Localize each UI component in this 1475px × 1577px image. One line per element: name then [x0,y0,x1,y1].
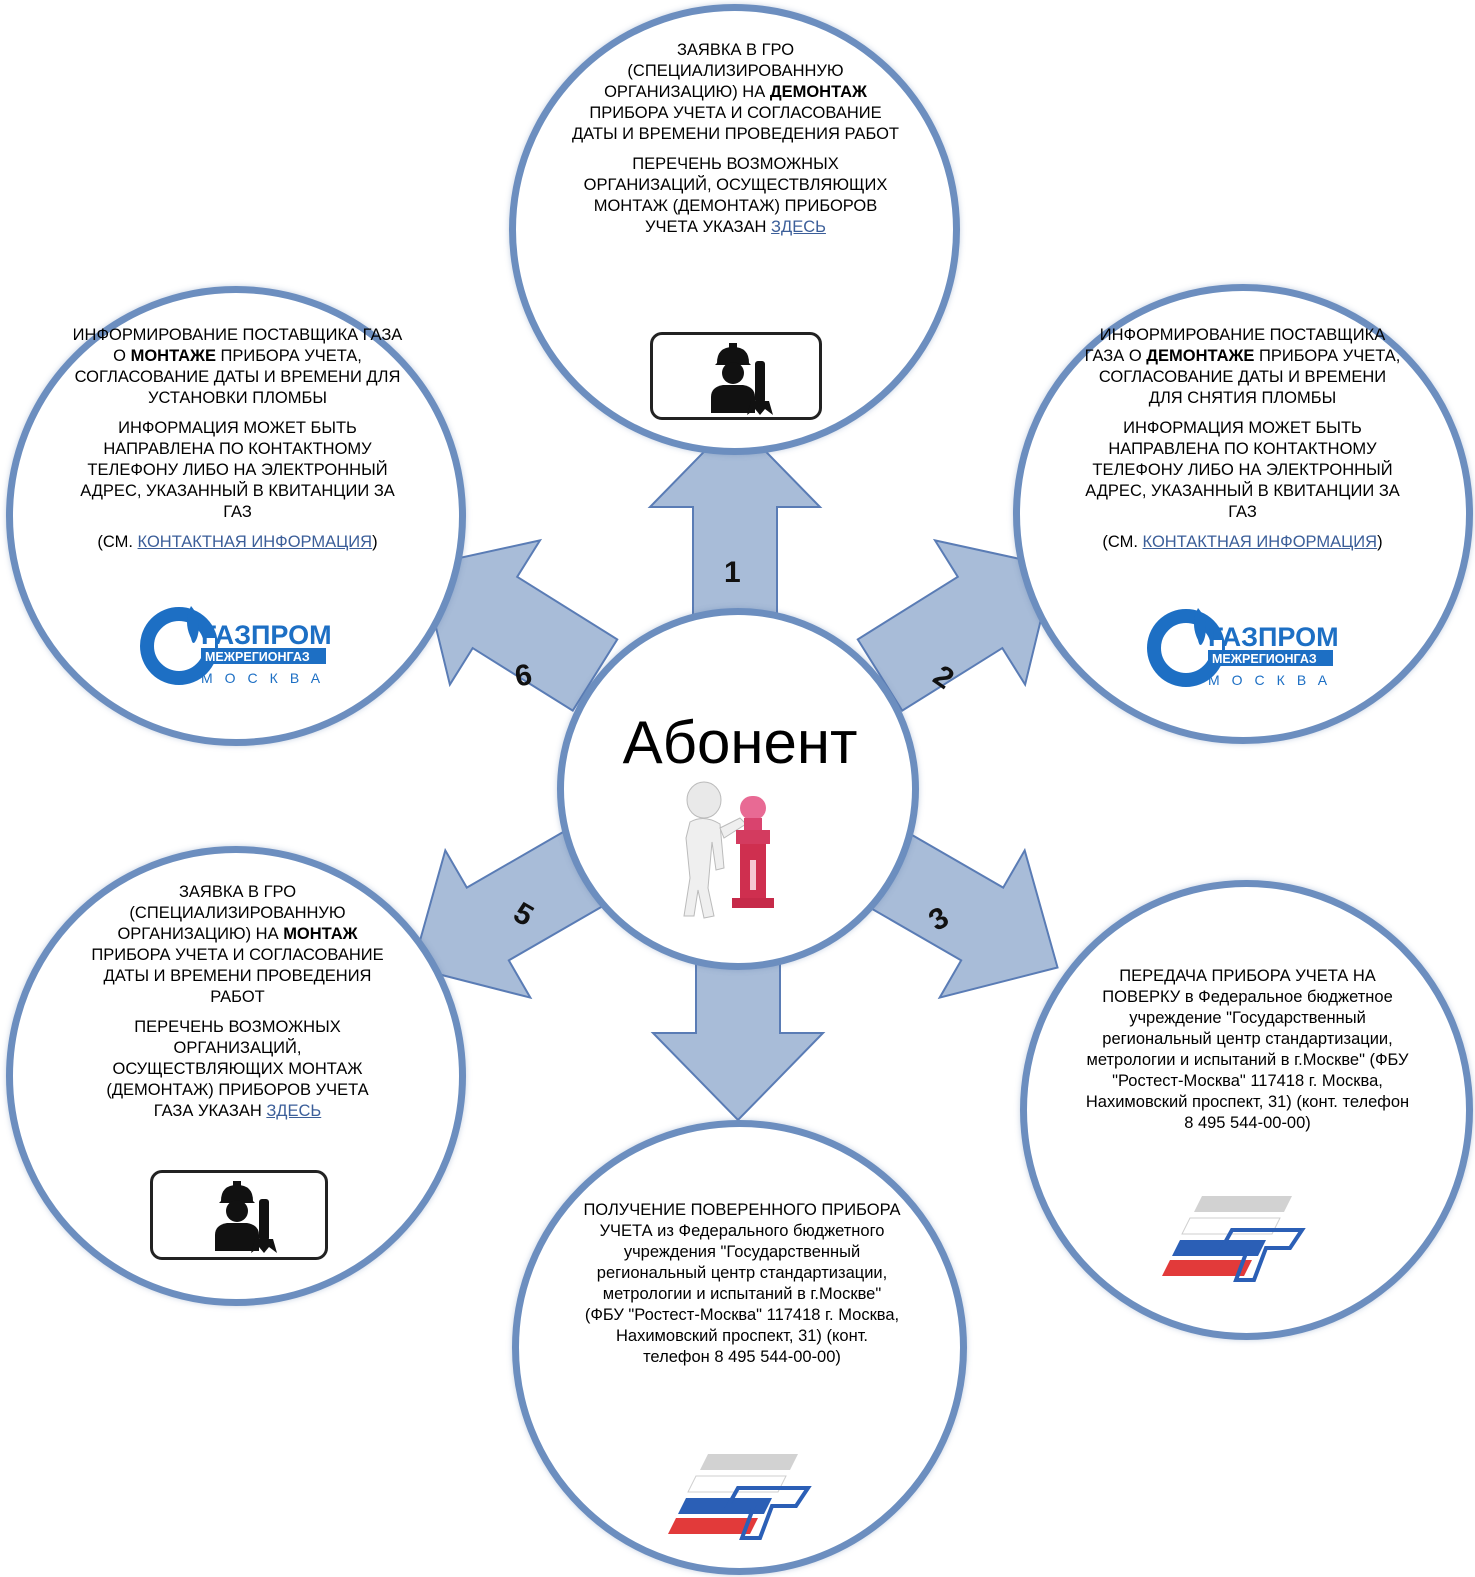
subscriber-figure-icon [683,781,774,919]
circle-step-3-text: ПЕРЕДАЧА ПРИБОРА УЧЕТА НА ПОВЕРКУ в Феде… [1080,966,1415,1143]
rostest-logo-right [1162,1190,1312,1285]
circle-step-6 [6,286,466,746]
circle-step-6-text: ИНФОРМИРОВАНИЕ ПОСТАВЩИКА ГАЗА О МОНТАЖЕ… [70,325,405,562]
step-number-1: 1 [724,556,741,589]
step-6-contact-link[interactable]: КОНТАКТНАЯ ИНФОРМАЦИЯ [137,533,373,551]
step-number-6: 6 [512,658,534,693]
circle-step-4-text: ПОЛУЧЕНИЕ ПОВЕРЕННОГО ПРИБОРА УЧЕТА из Ф… [582,1200,902,1377]
step-5-note: ПЕРЕЧЕНЬ ВОЗМОЖНЫХ ОРГАНИЗАЦИЙ, ОСУЩЕСТВ… [106,1018,369,1120]
circle-step-2 [1013,284,1473,744]
circle-step-2-text: ИНФОРМИРОВАНИЕ ПОСТАВЩИКА ГАЗА О ДЕМОНТА… [1080,325,1405,562]
rostest-emblem-icon [1162,1196,1306,1282]
circle-step-1-text: ЗАЯВКА В ГРО (СПЕЦИАЛИЗИРОВАННУЮ ОРГАНИЗ… [568,40,903,247]
step-3-main-text: ПЕРЕДАЧА ПРИБОРА УЧЕТА НА ПОВЕРКУ в Феде… [1085,967,1410,1132]
step-5-icon-box [150,1170,328,1260]
step-6-info-text: ИНФОРМАЦИЯ МОЖЕТ БЫТЬ НАПРАВЛЕНА ПО КОНТ… [80,419,395,521]
gazprom-logo-right-subtitle: МЕЖРЕГИОНГАЗ [1212,652,1317,666]
worker-wrench-icon-2 [215,1181,277,1253]
gazprom-logo-left-title: ГАЗПРОМ [201,620,332,650]
step-2-contact-link[interactable]: КОНТАКТНАЯ ИНФОРМАЦИЯ [1142,533,1378,551]
gazprom-logo-left: ГАЗПРОМ МЕЖРЕГИОНГАЗ МОСКВА [133,598,333,690]
rostest-emblem-icon-2 [668,1454,812,1540]
step-1-note: ПЕРЕЧЕНЬ ВОЗМОЖНЫХ ОРГАНИЗАЦИЙ, ОСУЩЕСТВ… [583,155,888,236]
step-4-main-text: ПОЛУЧЕНИЕ ПОВЕРЕННОГО ПРИБОРА УЧЕТА из Ф… [583,1201,901,1366]
rostest-logo-bottom [668,1448,818,1543]
step-2-main-text: ИНФОРМИРОВАНИЕ ПОСТАВЩИКА ГАЗА О ДЕМОНТА… [1084,326,1401,407]
step-2-contact-line: (СМ. КОНТАКТНАЯ ИНФОРМАЦИЯ) [1102,533,1383,551]
step-1-here-link[interactable]: ЗДЕСЬ [771,218,826,236]
step-1-icon-box [650,332,822,420]
gazprom-logo-left-subtitle: МЕЖРЕГИОНГАЗ [205,650,310,664]
circle-step-5-text: ЗАЯВКА В ГРО (СПЕЦИАЛИЗИРОВАННУЮ ОРГАНИЗ… [90,882,385,1131]
center-circle [557,608,919,970]
gazprom-flame-icon-left: ГАЗПРОМ МЕЖРЕГИОНГАЗ МОСКВА [140,606,332,686]
step-6-contact-line: (СМ. КОНТАКТНАЯ ИНФОРМАЦИЯ) [97,533,378,551]
gazprom-logo-right-title: ГАЗПРОМ [1208,622,1339,652]
gazprom-logo-right-city: МОСКВА [1208,672,1339,688]
step-5-here-link[interactable]: ЗДЕСЬ [266,1102,322,1120]
worker-wrench-icon [711,343,773,415]
gazprom-flame-icon: ГАЗПРОМ МЕЖРЕГИОНГАЗ МОСКВА [1147,608,1339,688]
center-title: Абонент [622,709,858,776]
step-2-info-text: ИНФОРМАЦИЯ МОЖЕТ БЫТЬ НАПРАВЛЕНА ПО КОНТ… [1085,419,1400,521]
step-6-main-text: ИНФОРМИРОВАНИЕ ПОСТАВЩИКА ГАЗА О МОНТАЖЕ… [72,326,403,407]
gazprom-logo-right: ГАЗПРОМ МЕЖРЕГИОНГАЗ МОСКВА [1140,600,1340,692]
step-1-main-text: ЗАЯВКА В ГРО (СПЕЦИАЛИЗИРОВАННУЮ ОРГАНИЗ… [572,41,899,143]
step-5-main-text: ЗАЯВКА В ГРО (СПЕЦИАЛИЗИРОВАННУЮ ОРГАНИЗ… [91,883,384,1006]
gazprom-logo-left-city: МОСКВА [201,670,332,686]
